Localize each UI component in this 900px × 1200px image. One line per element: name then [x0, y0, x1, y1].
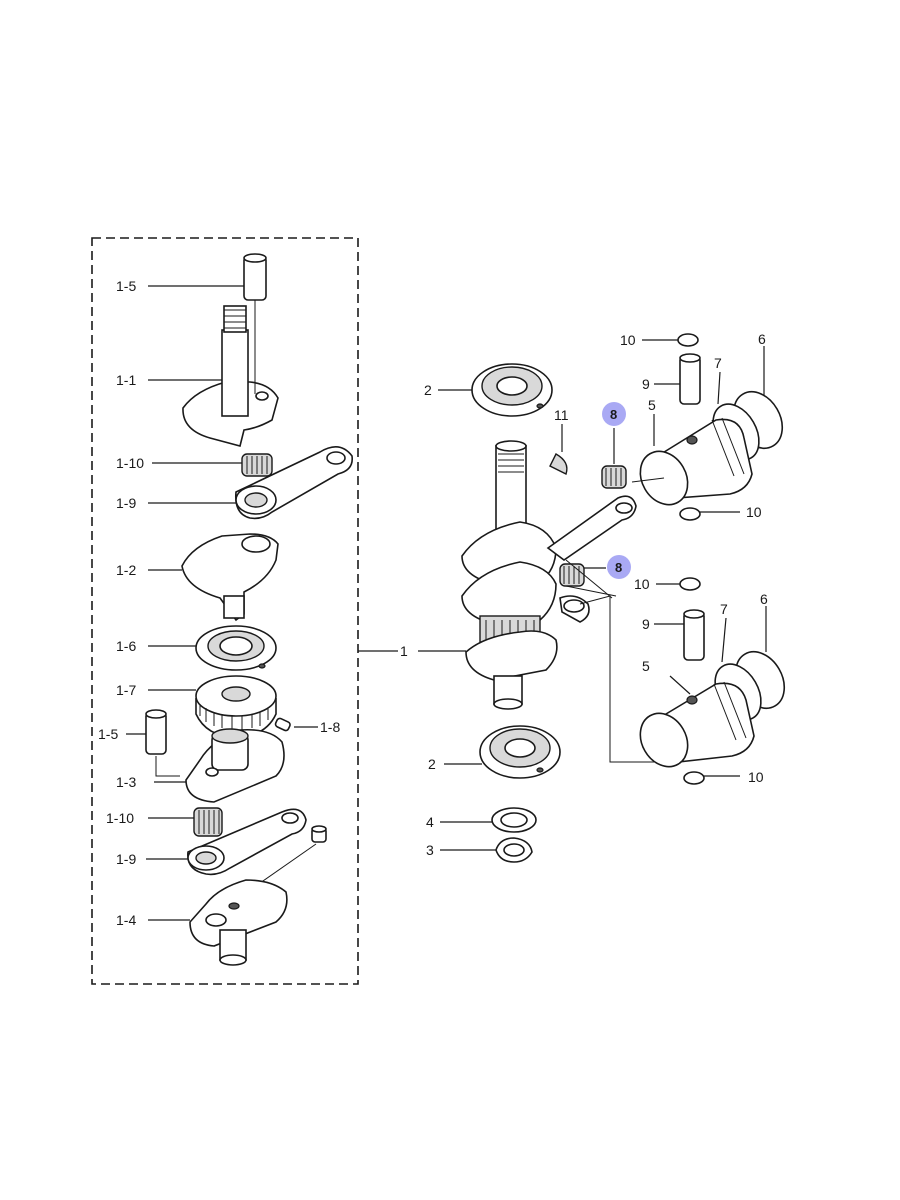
washer-part: [491, 807, 537, 833]
label-5-upper: 5: [648, 397, 656, 413]
bottom-main-bearing-part: [479, 725, 561, 779]
label-1-8: 1-8: [320, 719, 340, 735]
label-8-lower: 8: [615, 560, 622, 575]
circlip-part: [495, 837, 533, 863]
label-7-lower: 7: [720, 601, 728, 617]
crank-web-part: [181, 533, 279, 622]
label-6-lower: 6: [760, 591, 768, 607]
bottom-crank-part: [189, 879, 288, 966]
needle-bearing-8-upper-part: [601, 465, 627, 489]
label-3: 3: [426, 842, 434, 858]
label-1-9-bottom: 1-9: [116, 851, 136, 867]
label-1-5-bottom: 1-5: [98, 726, 118, 742]
label-1-10-bottom: 1-10: [106, 810, 134, 826]
key-part: [274, 717, 291, 732]
label-1-5-top: 1-5: [116, 278, 136, 294]
piston-upper-part: [639, 417, 753, 506]
label-9-upper: 9: [642, 376, 650, 392]
woodruff-key-part: [549, 453, 568, 475]
needle-bearing-8-lower-part: [559, 563, 585, 587]
gear-part: [195, 675, 277, 739]
label-10-lower-a: 10: [634, 576, 650, 592]
label-2-bottom: 2: [428, 756, 436, 772]
label-1-4: 1-4: [116, 912, 136, 928]
label-1-9-top: 1-9: [116, 495, 136, 511]
label-10-upper-a: 10: [620, 332, 636, 348]
needle-bearing-part: [241, 453, 273, 477]
clip-10-lower-b-part: [683, 771, 705, 785]
crank-pin-part: [243, 253, 267, 301]
label-11: 11: [554, 407, 569, 423]
label-1-10-top: 1-10: [116, 455, 144, 471]
label-10-lower-b: 10: [748, 769, 764, 785]
needle-bearing-lower-part: [193, 807, 223, 837]
clip-10-lower-a-part: [679, 577, 701, 591]
label-1-6: 1-6: [116, 638, 136, 654]
label-5-lower: 5: [642, 658, 650, 674]
top-main-bearing-part: [471, 363, 553, 417]
label-7-upper: 7: [714, 355, 722, 371]
label-1-1: 1-1: [116, 372, 136, 388]
main-connecting-rod-upper-part: [546, 495, 637, 561]
label-1-3: 1-3: [116, 774, 136, 790]
label-2-top: 2: [424, 382, 432, 398]
crankshaft-assembly-box: [91, 237, 359, 985]
label-6-upper: 6: [758, 331, 766, 347]
label-9-lower: 9: [642, 616, 650, 632]
connecting-rod-lower-part: [187, 808, 307, 876]
crankshaft-part: [461, 440, 558, 710]
main-connecting-rod-lower-part: [559, 595, 590, 623]
label-4: 4: [426, 814, 434, 830]
lower-crank-web-part: [185, 728, 285, 803]
highlight-marker-lower: [607, 555, 631, 579]
label-1: 1: [400, 643, 408, 659]
piston-lower-part: [639, 681, 755, 768]
clip-10-upper-b-part: [679, 507, 701, 521]
ball-bearing-part: [195, 625, 277, 671]
dowel-part: [311, 825, 327, 843]
crank-pin-lower-part: [145, 709, 167, 755]
clip-10-upper-a-part: [677, 333, 699, 347]
piston-pin-upper-part: [679, 353, 701, 405]
label-1-2: 1-2: [116, 562, 136, 578]
highlight-marker-upper: [602, 402, 626, 426]
label-1-7: 1-7: [116, 682, 136, 698]
label-8-upper: 8: [610, 407, 617, 422]
label-10-upper-b: 10: [746, 504, 762, 520]
connecting-rod-part: [234, 446, 354, 520]
piston-pin-lower-part: [683, 609, 705, 661]
upper-crank-web-part: [182, 300, 279, 447]
